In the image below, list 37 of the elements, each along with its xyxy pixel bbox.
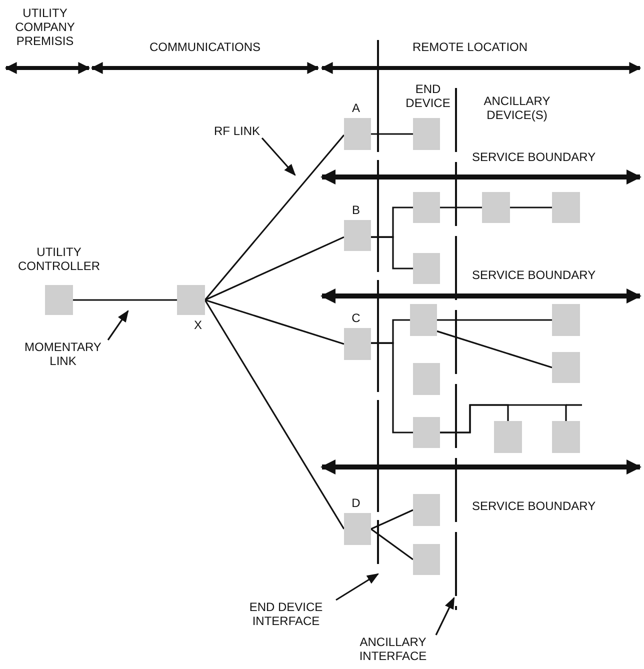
- connector-line: [371, 133, 413, 135]
- connector-line: [204, 236, 344, 301]
- connector-line: [370, 528, 414, 560]
- connector-line: [440, 206, 482, 208]
- connector-line: [370, 509, 414, 530]
- device-label: UTILITY CONTROLLER: [16, 245, 101, 273]
- boundary-label: SERVICE BOUNDARY: [472, 499, 597, 513]
- region-label: REMOTE LOCATION: [411, 40, 529, 54]
- connector-line: [204, 134, 345, 301]
- callout-text: RF LINK: [212, 124, 261, 138]
- callout-text: ANCILLARY INTERFACE: [358, 635, 428, 663]
- device-label: X: [192, 318, 203, 332]
- column-label: ANCILLARY DEVICE(S): [482, 94, 552, 122]
- region-label: COMMUNICATIONS: [148, 40, 262, 54]
- callout-text: MOMENTARY LINK: [24, 340, 102, 368]
- connector-line: [436, 330, 552, 368]
- connector-line: [440, 404, 567, 434]
- boundary-label: SERVICE BOUNDARY: [472, 150, 597, 164]
- leader-line: [435, 596, 455, 636]
- device-label: D: [350, 496, 362, 510]
- connector-line: [437, 319, 552, 321]
- callout-text: END DEVICE INTERFACE: [248, 600, 324, 628]
- column-label: END DEVICE: [404, 82, 452, 110]
- boundary-label: SERVICE BOUNDARY: [472, 268, 597, 282]
- leader-line: [261, 137, 296, 176]
- connector-line: [204, 300, 345, 530]
- connector-line: [510, 206, 552, 208]
- device-label: A: [350, 101, 361, 115]
- device-label: C: [350, 311, 362, 325]
- connector-line: [204, 299, 344, 345]
- leader-line: [336, 573, 380, 601]
- connector-line: [371, 236, 413, 270]
- connector-line: [73, 299, 177, 301]
- connector-line: [371, 342, 413, 434]
- region-label: UTILITY COMPANY PREMISIS: [14, 6, 76, 48]
- device-label: B: [350, 203, 361, 217]
- leader-line: [107, 310, 129, 340]
